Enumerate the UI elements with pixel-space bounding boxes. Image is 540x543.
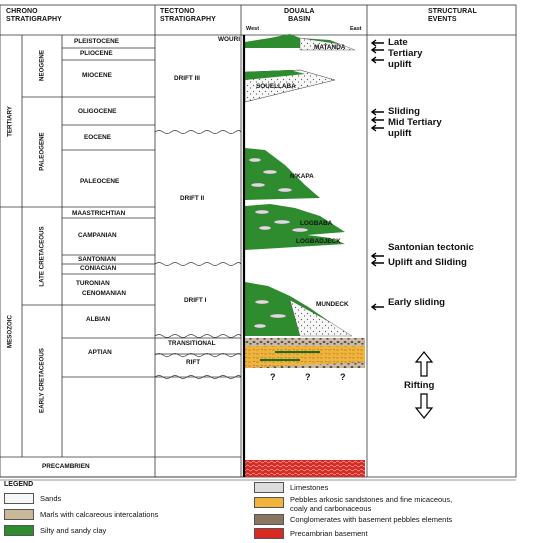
legend-swatch-marls [4, 509, 34, 520]
legend-swatch-clay [4, 525, 34, 536]
basin-west-label: West [246, 26, 260, 32]
legend-label-conglomerates: Conglomerates with basement pebbles elem… [290, 515, 453, 524]
formation-souellaba: SOUELLABA [256, 83, 296, 90]
matanda-sands [299, 37, 356, 51]
legend-label-limestones: Limestones [290, 483, 329, 492]
stage-pliocene: PLIOCENE [80, 50, 113, 57]
stage-precambrien: PRECAMBRIEN [42, 463, 90, 470]
legend-label-clay: Silty and sandy clay [40, 526, 107, 535]
logbaba-sediment [245, 204, 345, 240]
formation-logbaba: LOGBABA [300, 220, 333, 227]
period-late-cretaceous: LATE CRETACEOUS [38, 226, 46, 287]
tectono-rift: RIFT [186, 359, 201, 366]
legend-label-marls: Marls with calcareous intercalations [40, 510, 159, 519]
period-early-cretaceous: EARLY CRETACEOUS [38, 348, 46, 413]
legend-swatch-basement [254, 528, 284, 539]
legend-title: LEGEND [4, 481, 34, 488]
formation-logbadjeck: LOGBADJECK [296, 238, 341, 245]
stage-eocene: EOCENE [84, 134, 111, 141]
formation-wouri: WOURI [218, 36, 241, 43]
precambrian-basement [245, 460, 365, 477]
rifting-arrows [414, 351, 434, 419]
event-arrows [370, 39, 384, 311]
legend-label-basement: Precambrian basement [290, 529, 368, 538]
stage-campanian: CAMPANIAN [78, 232, 117, 239]
event-early-sliding: Early sliding [388, 297, 446, 308]
table-grid [0, 4, 517, 478]
stage-miocene: MIOCENE [82, 72, 112, 79]
event-rifting: Rifting [404, 380, 435, 391]
stage-oligocene: OLIGOCENE [78, 108, 117, 115]
tectono-transitional: TRANSITIONAL [168, 340, 216, 347]
unknown-mark-2: ? [305, 372, 311, 382]
stage-cenomanian: CENOMANIAN [82, 290, 127, 297]
formation-mundeck: MUNDECK [316, 301, 349, 308]
nkapa-sediment [245, 148, 320, 200]
unconformity-lines [154, 130, 242, 379]
period-neogene: NEOGENE [38, 50, 46, 81]
era-mesozoic: MESOZOIC [6, 315, 14, 349]
stage-paleocene: PALEOCENE [80, 178, 120, 185]
stage-maastrichtian: MAASTRICHTIAN [72, 210, 126, 217]
stage-coniacian: CONIACIAN [80, 265, 117, 272]
unknown-mark-3: ? [340, 372, 346, 382]
stage-albian: ALBIAN [86, 316, 111, 323]
legend-label-sands: Sands [40, 494, 62, 503]
legend-swatch-pebbles [254, 497, 284, 508]
unknown-mark-1: ? [270, 372, 276, 382]
legend-swatch-sands [4, 493, 34, 504]
legend-label-pebbles-2: coaly and carbonaceous [290, 504, 372, 513]
event-santonian-tectonic: Santonian tectonic [388, 242, 474, 253]
formation-matanda: MATANDA [314, 44, 346, 51]
period-paleogene: PALEOGENE [38, 132, 46, 171]
basin-column [244, 34, 365, 477]
legend-swatch-conglomerates [254, 514, 284, 525]
era-tertiary: TERTIARY [6, 106, 14, 137]
basin-east-label: East [350, 26, 362, 32]
event-uplift-sliding: Uplift and Sliding [388, 257, 467, 268]
formation-nkapa: N'KAPA [290, 173, 314, 180]
tectono-drift-iii: DRIFT III [174, 75, 200, 82]
stage-aptian: APTIAN [88, 349, 112, 356]
tectono-drift-ii: DRIFT II [180, 195, 205, 202]
legend-swatch-limestones [254, 482, 284, 493]
stage-turonian: TURONIAN [76, 280, 110, 287]
legend-label-pebbles: Pebbles arkosic sandstones and fine mica… [290, 495, 453, 504]
stage-pleistocene: PLEISTOCENE [74, 38, 119, 45]
tectono-drift-i: DRIFT I [184, 297, 207, 304]
stage-santonian: SANTONIAN [78, 256, 116, 263]
